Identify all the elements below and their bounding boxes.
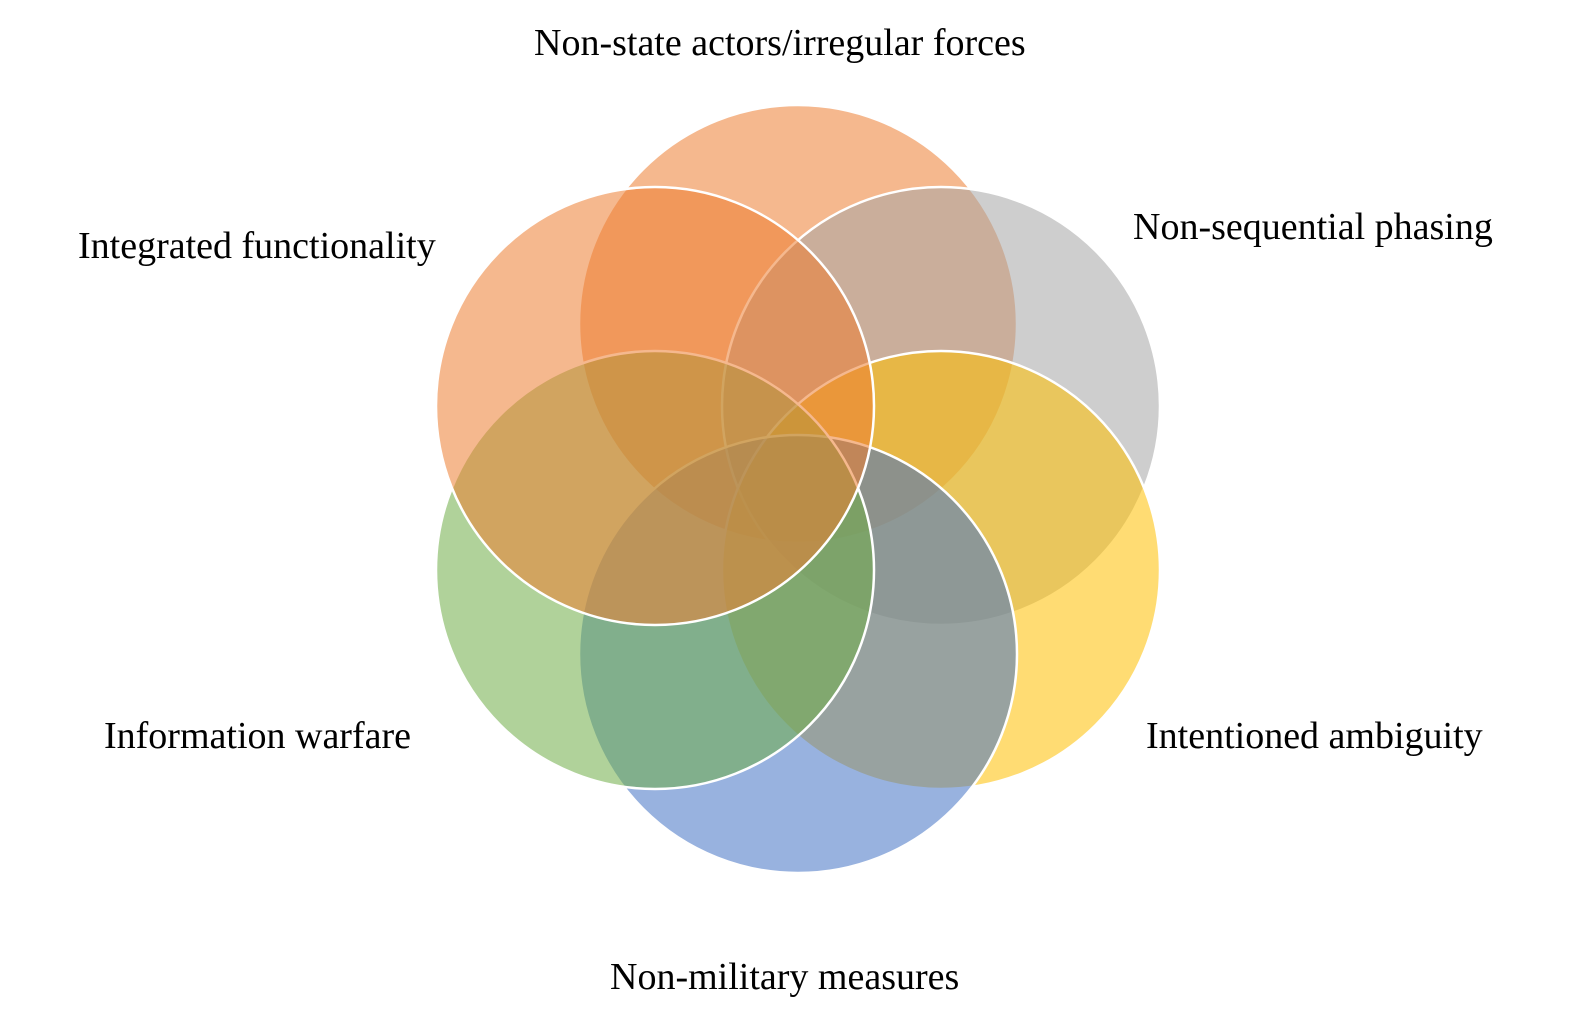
- label-non-state-actors: Non-state actors/irregular forces: [534, 22, 1026, 64]
- circle-integrated-functionality: [434, 185, 876, 627]
- label-non-military-measures: Non-military measures: [610, 956, 960, 998]
- label-non-sequential-phasing: Non-sequential phasing: [1133, 206, 1493, 248]
- label-information-warfare: Information warfare: [104, 715, 412, 757]
- label-integrated-functionality: Integrated functionality: [78, 225, 436, 267]
- label-intentioned-ambiguity: Intentioned ambiguity: [1146, 715, 1483, 757]
